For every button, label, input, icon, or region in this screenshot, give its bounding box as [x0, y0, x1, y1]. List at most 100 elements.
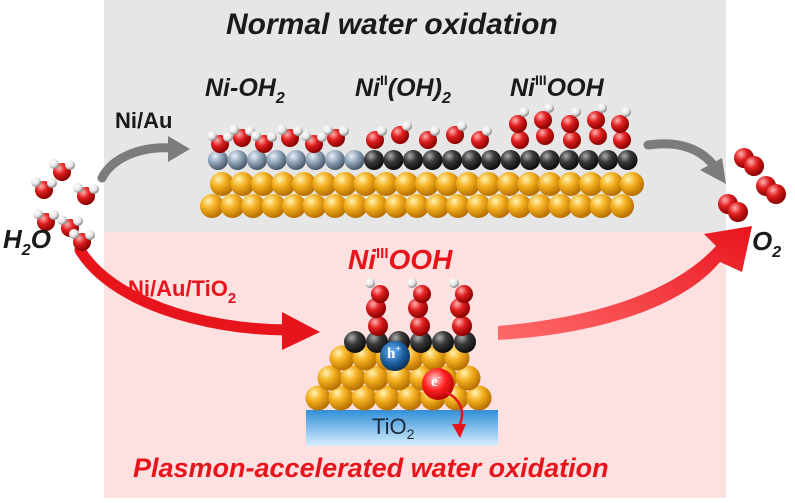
hydrogen-atom — [89, 184, 99, 194]
hydrogen-atom — [571, 107, 581, 117]
hole-label: h+ — [387, 344, 402, 362]
gold-atom — [397, 385, 423, 411]
hydrogen-atom — [223, 132, 233, 142]
gold-atom — [210, 172, 234, 196]
gold-atom — [343, 194, 368, 218]
nickel-atom — [305, 150, 326, 170]
hydrogen-atom — [407, 278, 417, 288]
species-label-ni2-sub: 2 — [441, 90, 451, 107]
nickel-atom — [208, 150, 228, 170]
hydrogen-atom — [449, 278, 459, 288]
oxygen-atom — [589, 127, 607, 145]
product-label-o2: O2 — [752, 226, 781, 261]
hydrogen-atom — [457, 121, 467, 131]
electron-path-head — [452, 424, 466, 438]
catalyst-label-ni-au-tio2: Ni/Au/TiO2 — [128, 278, 236, 307]
hydrogen-atom — [544, 103, 554, 113]
gold-atom — [323, 194, 347, 218]
oxygen-atom — [587, 111, 605, 129]
gold-atom — [446, 194, 470, 218]
gold-atom — [312, 172, 337, 196]
hydrogen-atom — [277, 125, 287, 135]
gold-atom — [599, 172, 624, 196]
oxygen-atom — [509, 115, 527, 133]
electron-sup: - — [437, 372, 442, 383]
nickel-atom — [366, 331, 388, 353]
gold-atom — [528, 194, 552, 218]
substrate-pre: TiO — [372, 414, 407, 439]
reactant-label-h2o: H2O — [3, 226, 51, 259]
species-label-ni-oh2: Ni-OH2 — [205, 74, 285, 107]
nickel-atom — [520, 150, 540, 170]
hole-text: h — [387, 346, 396, 362]
oxygen-atom — [391, 126, 409, 144]
hydrogen-atom — [293, 126, 303, 136]
hole-sup: + — [395, 344, 402, 355]
nickel-atom — [454, 331, 476, 353]
hydrogen-atom — [31, 177, 41, 187]
nickel-atom — [500, 150, 521, 170]
gold-atom — [435, 172, 460, 196]
gold-atom — [394, 172, 419, 196]
gold-atom — [476, 172, 501, 196]
product-sub: 2 — [772, 244, 782, 261]
gold-atom — [292, 172, 316, 196]
oxygen-atom — [611, 115, 629, 133]
product-pre: O — [752, 226, 773, 256]
nickel-atom — [344, 331, 366, 353]
gold-atom — [620, 172, 644, 196]
gold-atom — [302, 194, 327, 218]
hydrogen-atom — [33, 209, 43, 219]
hydrogen-atom — [85, 230, 95, 240]
hole-sphere — [380, 341, 410, 371]
gold-atom — [589, 194, 614, 218]
gold-atom — [340, 365, 366, 391]
gold-atom — [569, 194, 593, 218]
gold-atom — [351, 385, 377, 411]
bottom-panel-title: Plasmon-accelerated water oxidation — [133, 453, 609, 483]
hydrogen-atom — [65, 160, 75, 170]
gray-arrow-in — [97, 143, 177, 183]
oxygen-atom — [446, 126, 464, 144]
hydrogen-atom — [301, 131, 311, 141]
oxygen-atom — [561, 115, 579, 133]
gold-atom — [487, 194, 511, 218]
nickel-atom — [461, 150, 482, 170]
gray-arrow-in-head — [168, 136, 190, 162]
gold-atom — [374, 172, 398, 196]
oxygen-atom — [419, 131, 437, 149]
species-label-ni2-pre: Ni — [355, 74, 380, 102]
oxygen-atom — [410, 316, 430, 336]
nickel-atom — [364, 150, 384, 170]
hydrogen-atom — [365, 278, 375, 288]
hydrogen-atom — [339, 126, 349, 136]
oxygen-atom — [471, 131, 489, 149]
nickel-atom — [266, 150, 287, 170]
gold-atom — [305, 385, 331, 411]
nickel-atom — [247, 150, 267, 170]
oxygen-atom — [536, 127, 554, 145]
species-label-ni-oh2-text: Ni-OH — [205, 74, 276, 102]
gold-atom — [329, 345, 355, 371]
hydrogen-atom — [621, 107, 631, 117]
nickel-atom — [442, 150, 462, 170]
oxygen-atom — [366, 298, 386, 318]
oxygen-atom — [450, 298, 470, 318]
gold-atom — [466, 385, 492, 411]
gold-atom — [386, 365, 412, 391]
gold-atom — [353, 172, 378, 196]
gold-atom — [333, 172, 357, 196]
species-label-ni2-oh2: NiII(OH)2 — [355, 73, 451, 107]
nickel-atom — [617, 150, 638, 170]
tio2-substrate — [306, 410, 498, 446]
gold-atom — [282, 194, 306, 218]
gold-atom — [456, 172, 480, 196]
catalyst-label-ni-au: Ni/Au — [115, 108, 173, 133]
reactant-sub: 2 — [21, 242, 31, 259]
oxygen-atom — [368, 316, 388, 336]
red-arrow-in — [74, 244, 296, 336]
gray-arrow-out — [643, 139, 719, 171]
nickel-atom — [422, 150, 443, 170]
hydrogen-atom — [229, 125, 239, 135]
nickel-atom — [227, 150, 248, 170]
